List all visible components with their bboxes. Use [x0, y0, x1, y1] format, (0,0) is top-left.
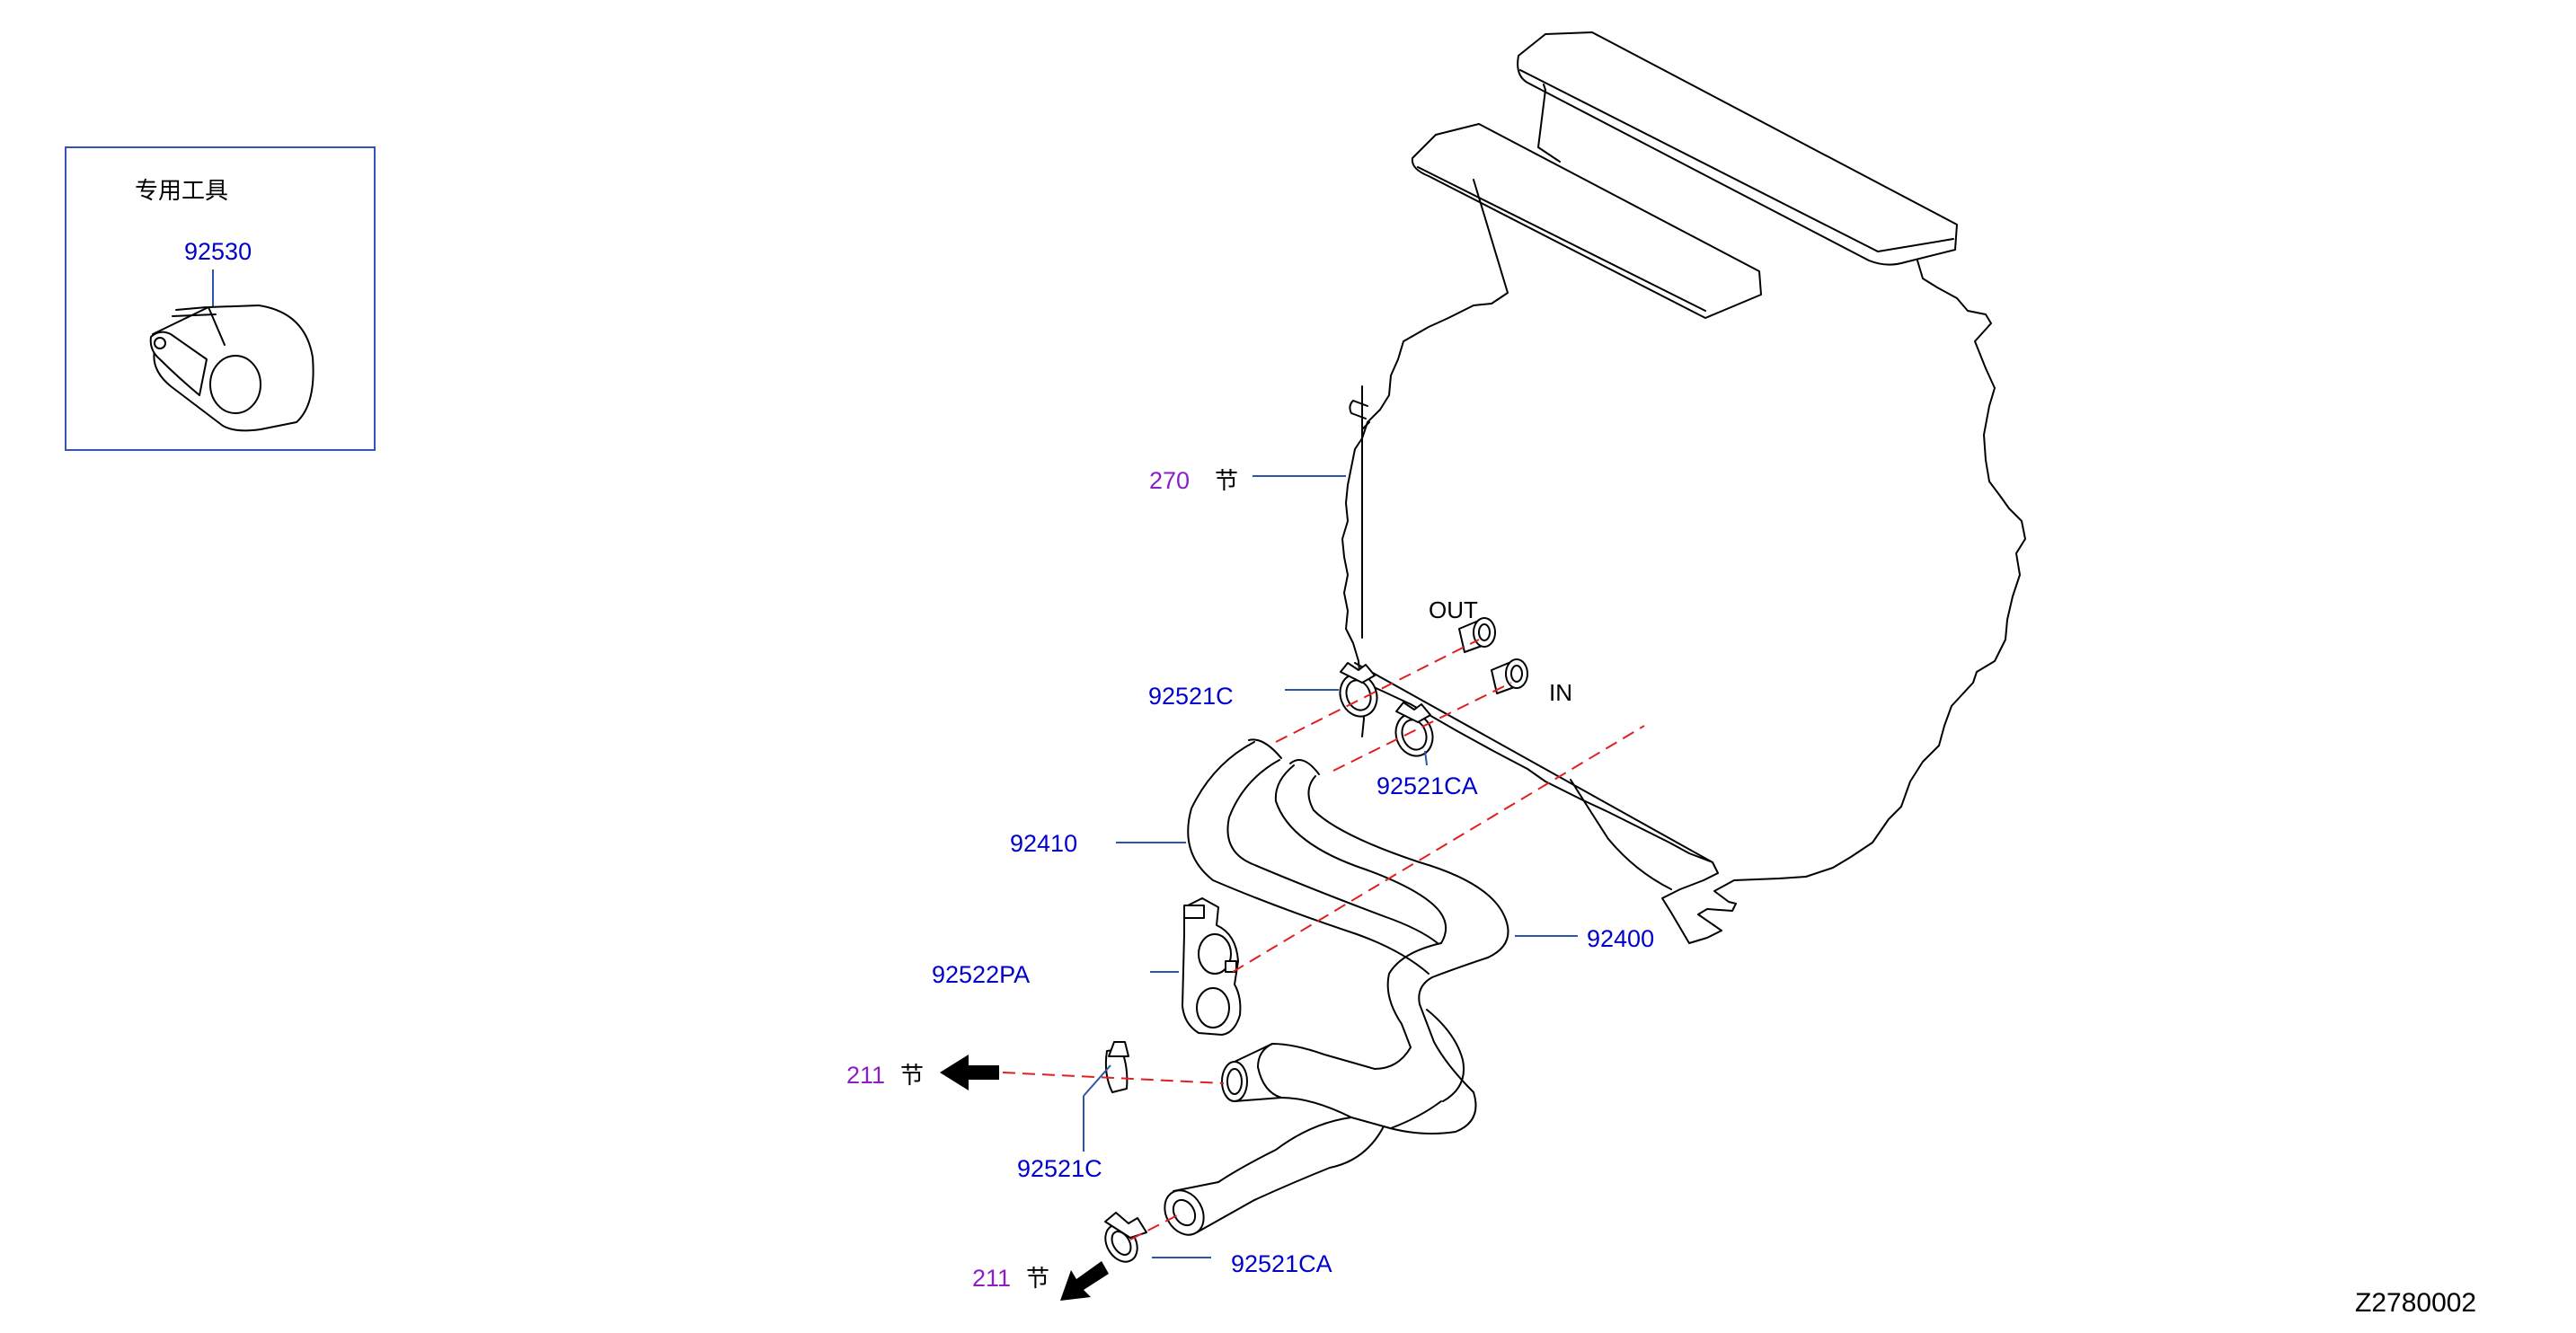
unit-top-duct — [1517, 31, 1958, 266]
clamp-bottom-c — [1104, 1041, 1129, 1093]
special-tool-icon — [149, 305, 314, 432]
ref-211-low-char: 节 — [1026, 1265, 1049, 1292]
ref-211-low-number[interactable]: 211 — [972, 1265, 1011, 1292]
clamp-top-ca — [1394, 702, 1434, 757]
hose-92400 — [1274, 764, 1509, 958]
part-label-92400[interactable]: 92400 — [1587, 925, 1654, 952]
heater-unit — [1341, 31, 2026, 944]
heater-pipe-out — [1458, 617, 1496, 653]
heater-pipe-in — [1491, 658, 1528, 694]
part-label-92522pa[interactable]: 92522PA — [932, 961, 1030, 988]
part-label-92521c-top[interactable]: 92521C — [1148, 683, 1234, 710]
clamp-bottom-ca — [1104, 1212, 1147, 1263]
label-in: IN — [1549, 679, 1572, 706]
special-tool-box: 专用工具 92530 — [65, 146, 376, 451]
part-label-92521c-bottom[interactable]: 92521C — [1017, 1155, 1102, 1182]
heater-hoses — [1164, 738, 1509, 1236]
hose-92410 — [1187, 741, 1438, 975]
unit-body — [1341, 84, 2026, 944]
unit-side-duct — [1411, 123, 1762, 319]
ref-270-char: 节 — [1215, 467, 1238, 494]
label-out: OUT — [1429, 596, 1478, 623]
part-label-92521ca-top[interactable]: 92521CA — [1377, 772, 1478, 799]
part-label-92521ca-bottom[interactable]: 92521CA — [1231, 1250, 1332, 1277]
hose-end-lower — [1221, 1043, 1282, 1102]
part-label-92530[interactable]: 92530 — [184, 238, 252, 265]
arrow-left-icon — [940, 1055, 999, 1090]
hose-end-bottom — [1164, 1181, 1255, 1236]
leader-lines — [1083, 475, 1578, 1258]
tool-box-frame — [65, 146, 376, 451]
ref-211-mid-number[interactable]: 211 — [846, 1062, 885, 1089]
alignment-lines — [1002, 639, 1645, 1240]
part-label-92410[interactable]: 92410 — [1010, 830, 1077, 857]
diagram-code: Z2780002 — [2355, 1288, 2476, 1318]
ref-270-number[interactable]: 270 — [1149, 467, 1190, 494]
arrow-down-left-icon — [1060, 1261, 1109, 1301]
hose-bracket — [1182, 897, 1242, 1036]
tool-box-title: 专用工具 — [135, 177, 228, 204]
ref-211-mid-char: 节 — [900, 1062, 924, 1089]
